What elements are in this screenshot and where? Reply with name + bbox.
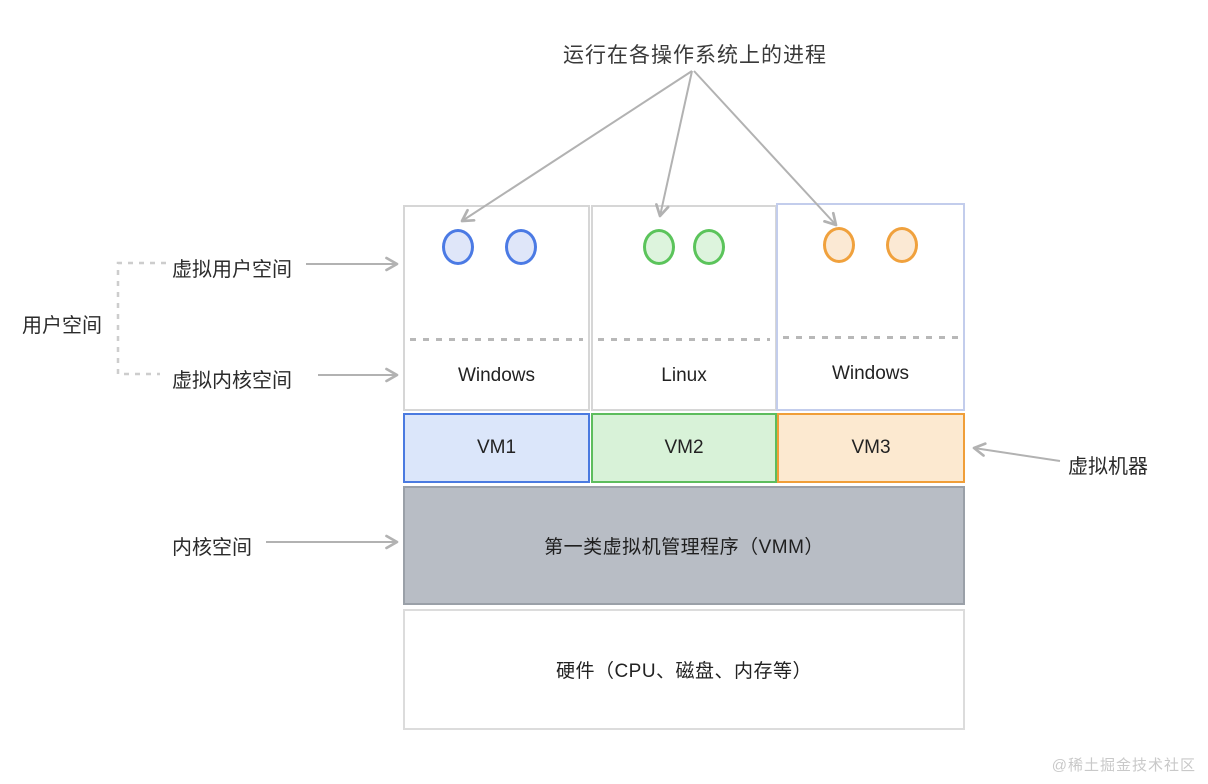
process-circle [886,227,918,263]
process-arrow-right [693,70,838,227]
os-label: Windows [831,363,910,384]
hardware-box: 硬件（CPU、磁盘、内存等） [403,609,965,730]
guest-os-box-3: Windows [776,203,965,411]
os-label: Linux [661,365,707,386]
vmm-box: 第一类虚拟机管理程序（VMM） [403,486,965,605]
kernel-space-label: 内核空间 [172,537,252,559]
process-circle [442,229,474,265]
process-circle [823,227,855,263]
hardware-label: 硬件（CPU、磁盘、内存等） [555,661,813,682]
vm2-box: VM2 [591,413,777,483]
user-kernel-divider [598,338,770,341]
vmm-label: 第一类虚拟机管理程序（VMM） [544,537,824,558]
user-space-label: 用户空间 [22,315,102,337]
vm-label: VM2 [664,437,704,458]
process-circle [505,229,537,265]
process-circle [693,229,725,265]
watermark-text: @稀土掘金技术社区 [1051,757,1196,774]
process-arrow-left [460,70,693,223]
user-space-bracket-line [116,261,166,376]
vm-label: VM3 [851,437,891,458]
process-circle [643,229,675,265]
virtual-kernel-space-label: 虚拟内核空间 [172,370,292,392]
virtual-machine-label: 虚拟机器 [1068,456,1148,478]
guest-os-box-2: Linux [591,205,777,411]
virtual-machine-arrow [972,442,1061,462]
user-kernel-divider [410,338,583,341]
process-arrow-middle [655,70,693,218]
user-kernel-divider [783,336,958,339]
vm1-box: VM1 [403,413,590,483]
diagram-title: 运行在各操作系统上的进程 [563,44,827,67]
guest-os-box-1: Windows [403,205,590,411]
virtual-user-space-label: 虚拟用户空间 [172,259,292,281]
os-label: Windows [457,365,536,386]
vm3-box: VM3 [777,413,965,483]
vm-label: VM1 [476,437,517,458]
